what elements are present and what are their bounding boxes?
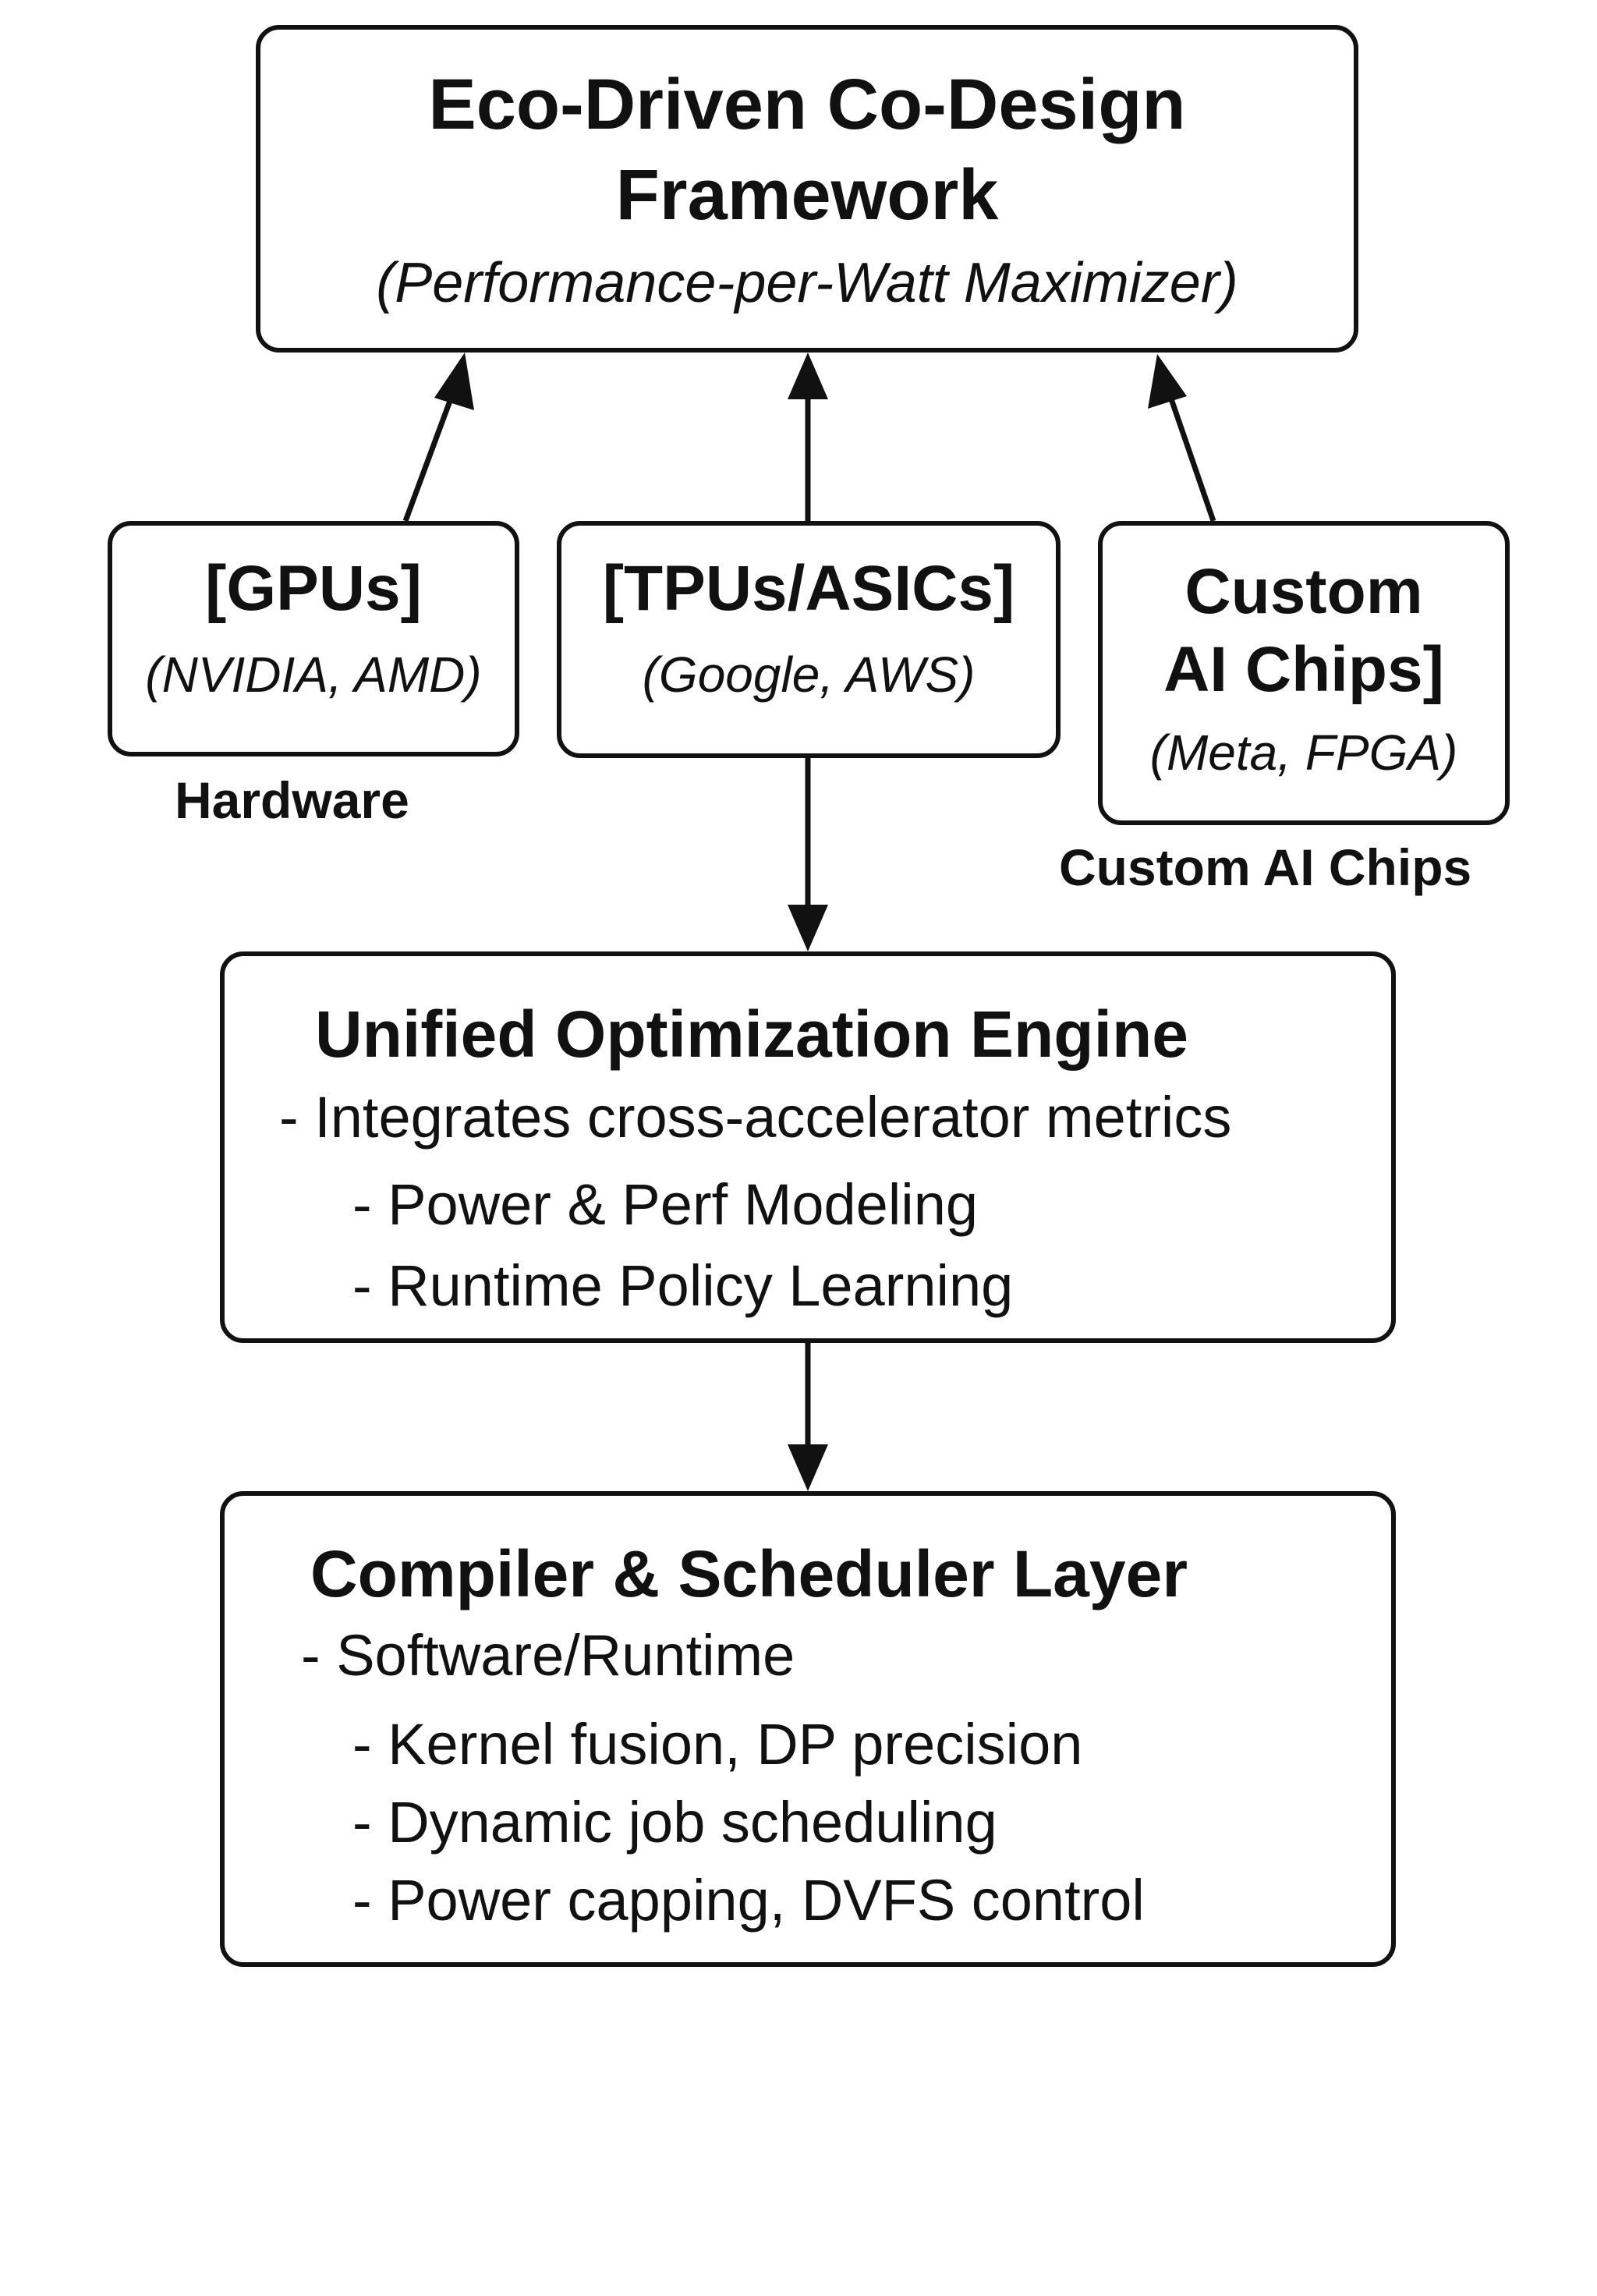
arrow-tpus-to-engine bbox=[788, 758, 828, 951]
compiler-title: Compiler & Scheduler Layer bbox=[310, 1537, 1188, 1610]
framework-title-line1: Eco-Driven Co-Design bbox=[428, 65, 1186, 144]
compiler-subitem-2: - Dynamic job scheduling bbox=[352, 1790, 997, 1855]
gpus-box: [GPUs] (NVIDIA, AMD) bbox=[108, 521, 519, 756]
custom-chips-caption: Custom AI Chips bbox=[1059, 838, 1472, 896]
compiler-box: Compiler & Scheduler Layer - Software/Ru… bbox=[220, 1491, 1396, 1967]
tpus-box: [TPUs/ASICs] (Google, AWS) bbox=[557, 521, 1061, 758]
custom-chips-box: Custom AI Chips] (Meta, FPGA) bbox=[1098, 521, 1510, 825]
hardware-caption: Hardware bbox=[175, 771, 409, 829]
arrow-custom-to-framework bbox=[1148, 354, 1216, 523]
framework-box: Eco-Driven Co-Design Framework (Performa… bbox=[256, 25, 1358, 353]
custom-subtitle: (Meta, FPGA) bbox=[1149, 725, 1458, 781]
compiler-subitem-1: - Kernel fusion, DP precision bbox=[352, 1712, 1083, 1777]
engine-subitem-2: - Runtime Policy Learning bbox=[352, 1253, 1014, 1318]
tpus-subtitle: (Google, AWS) bbox=[642, 647, 976, 703]
engine-item: - Integrates cross-accelerator metrics bbox=[279, 1085, 1232, 1150]
tpus-title: [TPUs/ASICs] bbox=[602, 553, 1015, 624]
gpus-title: [GPUs] bbox=[205, 553, 422, 624]
custom-title-line1: Custom bbox=[1184, 556, 1423, 627]
arrow-gpus-to-framework bbox=[402, 353, 474, 523]
engine-title: Unified Optimization Engine bbox=[315, 997, 1188, 1071]
framework-title-line2: Framework bbox=[615, 155, 999, 235]
gpus-subtitle: (NVIDIA, AMD) bbox=[145, 647, 482, 703]
compiler-subitem-3: - Power capping, DVFS control bbox=[352, 1868, 1145, 1933]
engine-box: Unified Optimization Engine - Integrates… bbox=[220, 951, 1396, 1343]
engine-subitem-1: - Power & Perf Modeling bbox=[352, 1172, 979, 1237]
arrow-tpus-to-framework bbox=[788, 353, 828, 521]
custom-title-line2: AI Chips] bbox=[1163, 634, 1444, 705]
framework-subtitle: (Performance-per-Watt Maximizer) bbox=[376, 252, 1238, 314]
compiler-item: - Software/Runtime bbox=[301, 1623, 795, 1688]
arrow-engine-to-compiler bbox=[788, 1343, 828, 1491]
